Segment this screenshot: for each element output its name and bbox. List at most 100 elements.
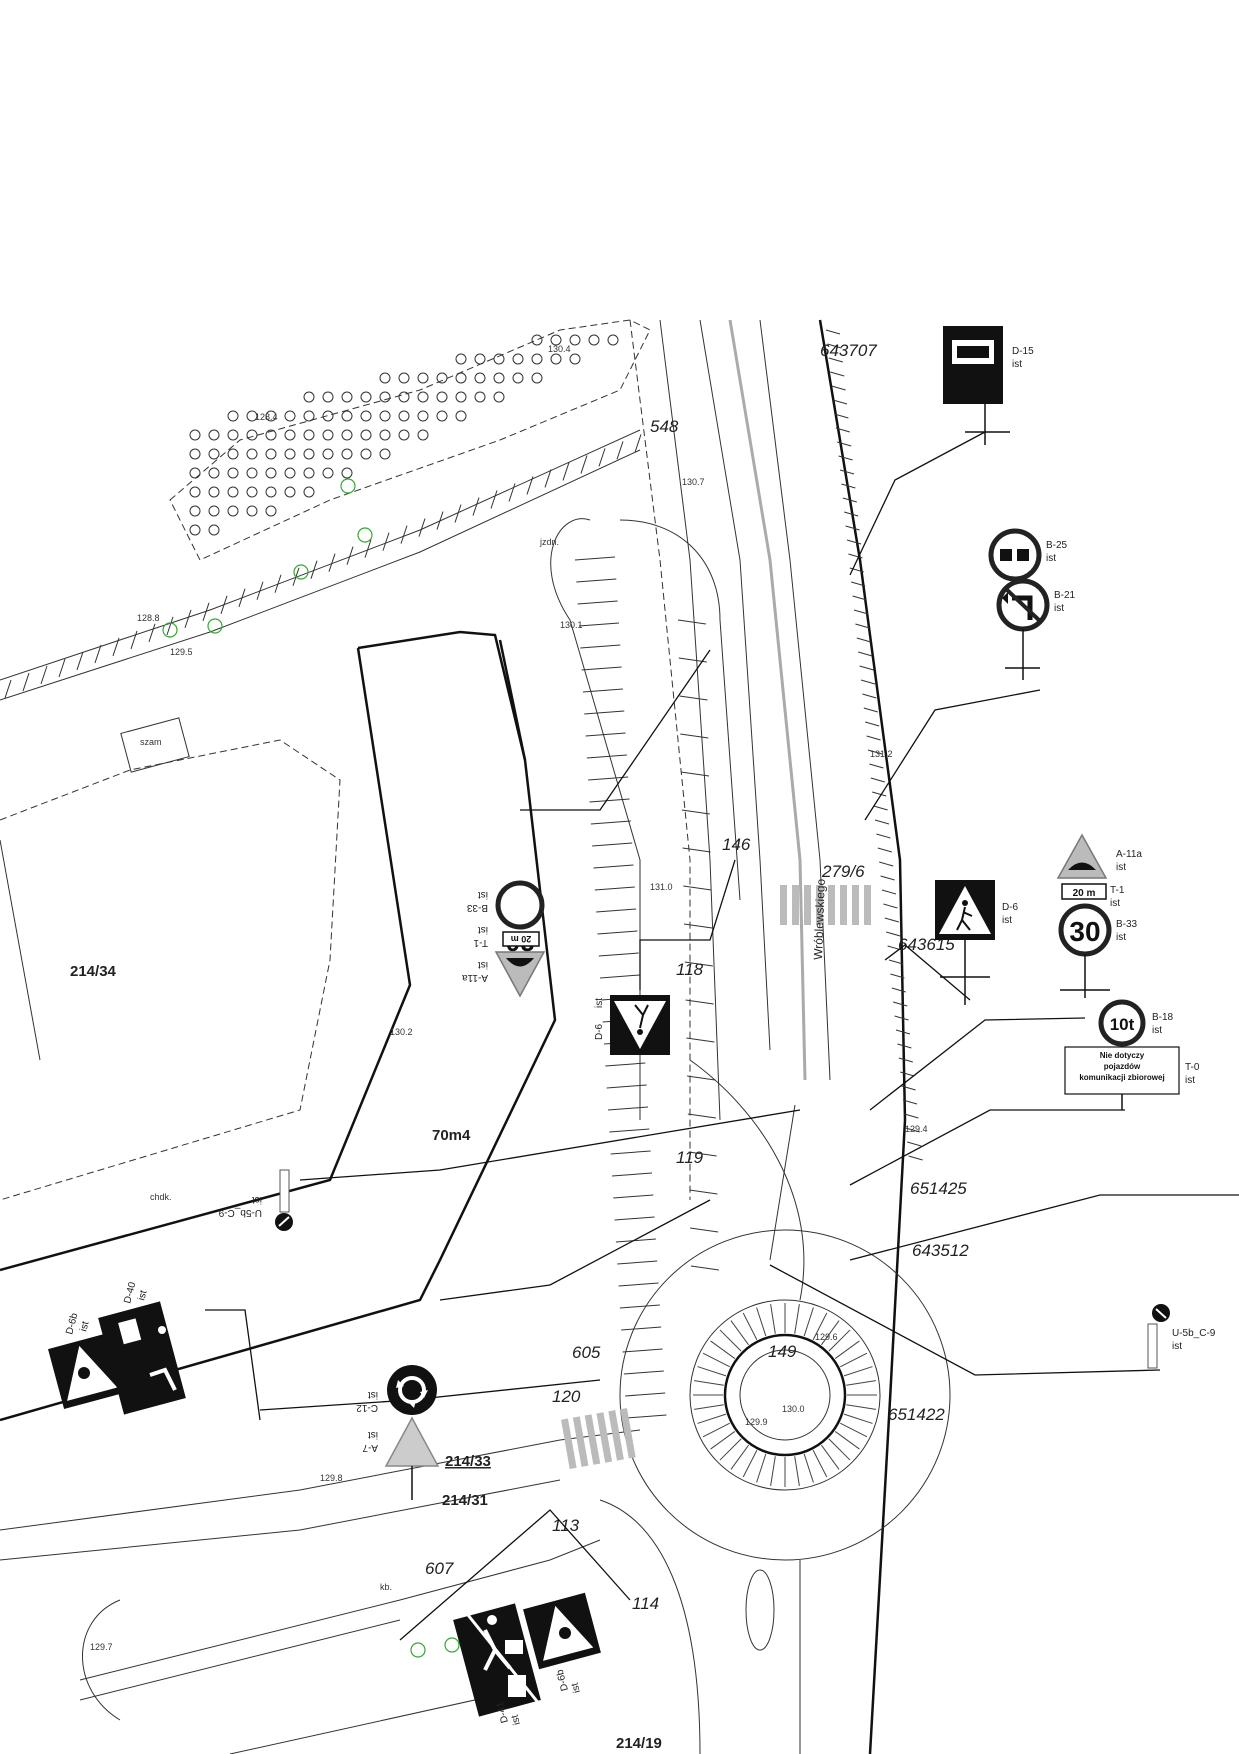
tree-symbol <box>227 448 239 460</box>
leader-line <box>849 431 986 576</box>
curb-hatch <box>879 861 894 867</box>
parking-bay <box>574 556 616 561</box>
parking-bay <box>619 1304 660 1309</box>
island-left-edge <box>550 518 641 1120</box>
road-edge-lower <box>0 449 641 701</box>
sign-code: U-5b_C-9 <box>218 1207 262 1218</box>
tree-symbol <box>436 372 448 384</box>
tree-symbol <box>246 410 258 422</box>
exit-island <box>745 1569 775 1651</box>
leader-line <box>849 1109 1125 1186</box>
curb-hatch <box>598 448 606 467</box>
roundabout-hatch <box>694 1404 724 1410</box>
curb-hatch <box>908 1155 923 1161</box>
curb-hatch <box>893 1001 908 1007</box>
tree-symbol <box>322 429 334 441</box>
sign-status: ist <box>1152 1025 1162 1036</box>
parcel-number: 113 <box>552 1516 580 1535</box>
roundabout-hatch <box>812 1450 828 1478</box>
sign-d6b-bottom: D-6b ist <box>523 1592 601 1694</box>
tree-symbol <box>455 410 467 422</box>
tree-symbol <box>436 391 448 403</box>
curb-hatching-right <box>825 329 923 1161</box>
curb-hatch <box>112 637 120 657</box>
curb-hatch <box>853 609 869 615</box>
curb-hatch <box>905 1127 920 1133</box>
sign-status: ist <box>78 1320 91 1333</box>
tree-symbol <box>398 391 410 403</box>
curb-hatch <box>76 651 84 671</box>
parking-bay <box>576 578 617 583</box>
tree-symbol <box>303 429 315 441</box>
tree-symbol <box>265 486 277 498</box>
elevation-label: 129.8 <box>320 1473 343 1483</box>
plot-214-19: 214/19 <box>616 1735 662 1752</box>
sign-text: 20 m <box>511 934 532 944</box>
parking-bay <box>681 809 710 815</box>
roundabout-hatch <box>840 1422 868 1438</box>
leader-line <box>399 1509 631 1641</box>
sign-code: D-6 <box>1002 902 1019 913</box>
parking-bay <box>613 1194 654 1199</box>
curb-hatch <box>831 385 846 391</box>
curb-hatch <box>891 987 906 993</box>
parking-bay <box>622 1348 663 1353</box>
curb-hatch <box>526 476 534 495</box>
tree-symbol <box>569 334 581 346</box>
curb-hatch <box>873 805 888 811</box>
curb-hatch <box>870 777 885 783</box>
curb-hatch <box>838 455 853 461</box>
tree-symbol <box>493 391 505 403</box>
leader-line <box>520 649 711 811</box>
street-lane-left <box>659 319 721 1121</box>
tree-symbol <box>208 448 220 460</box>
tree-symbol <box>189 429 201 441</box>
tree-symbol <box>341 429 353 441</box>
roundabout-hatch <box>756 1307 767 1337</box>
roundabout-hatch <box>756 1453 767 1483</box>
parcel-number: 119 <box>676 1148 704 1167</box>
tree-symbol <box>360 429 372 441</box>
leader-line <box>849 1194 1239 1261</box>
leader-line <box>869 1017 1086 1111</box>
tree-symbol <box>189 505 201 517</box>
sidewalk-left-line <box>629 319 691 1200</box>
sign-code: T-1 <box>1110 885 1125 896</box>
lower-road-edge-5 <box>229 1689 521 1754</box>
sign-text: pojazdów <box>1104 1062 1141 1071</box>
curb-hatch <box>890 973 905 979</box>
parking-bay <box>592 842 633 847</box>
tree-symbol <box>341 448 353 460</box>
street-lane-mid <box>699 319 771 1051</box>
tree-symbol <box>189 524 201 536</box>
sign-status: ist <box>478 959 488 970</box>
parcel-number: 651425 <box>910 1179 967 1198</box>
sign-status: ist <box>570 1681 583 1694</box>
curb-hatch <box>884 917 899 923</box>
elevation-label: 129.7 <box>90 1642 113 1652</box>
roundabout-hatch <box>770 1304 776 1334</box>
parking-bay <box>677 619 707 625</box>
parking-bay <box>580 644 621 649</box>
curb-hatch <box>418 518 426 537</box>
parking-bay <box>610 1150 651 1155</box>
curb-hatch <box>58 658 66 678</box>
curb-hatch <box>400 525 408 544</box>
sign-code: B-18 <box>1152 1012 1174 1023</box>
roundabout-hatch <box>803 1307 814 1337</box>
splitter-line <box>769 1104 796 1261</box>
parking-bay <box>607 1106 649 1111</box>
elevation-label: 129.4 <box>905 1124 928 1134</box>
parking-bay <box>590 820 631 825</box>
sign-text: 10t <box>1110 1015 1135 1034</box>
roundabout-hatch <box>812 1312 828 1340</box>
parking-bay <box>611 1172 652 1177</box>
sign-status: ist <box>1046 553 1056 564</box>
tree-symbol <box>189 448 201 460</box>
building-side <box>498 639 527 761</box>
curb-hatch <box>166 616 174 636</box>
crosswalk-stripe <box>828 885 835 925</box>
tree-markers <box>162 478 460 1658</box>
sign-a7: A-7 ist <box>362 1416 440 1500</box>
lower-road-edge-4 <box>79 1619 401 1701</box>
